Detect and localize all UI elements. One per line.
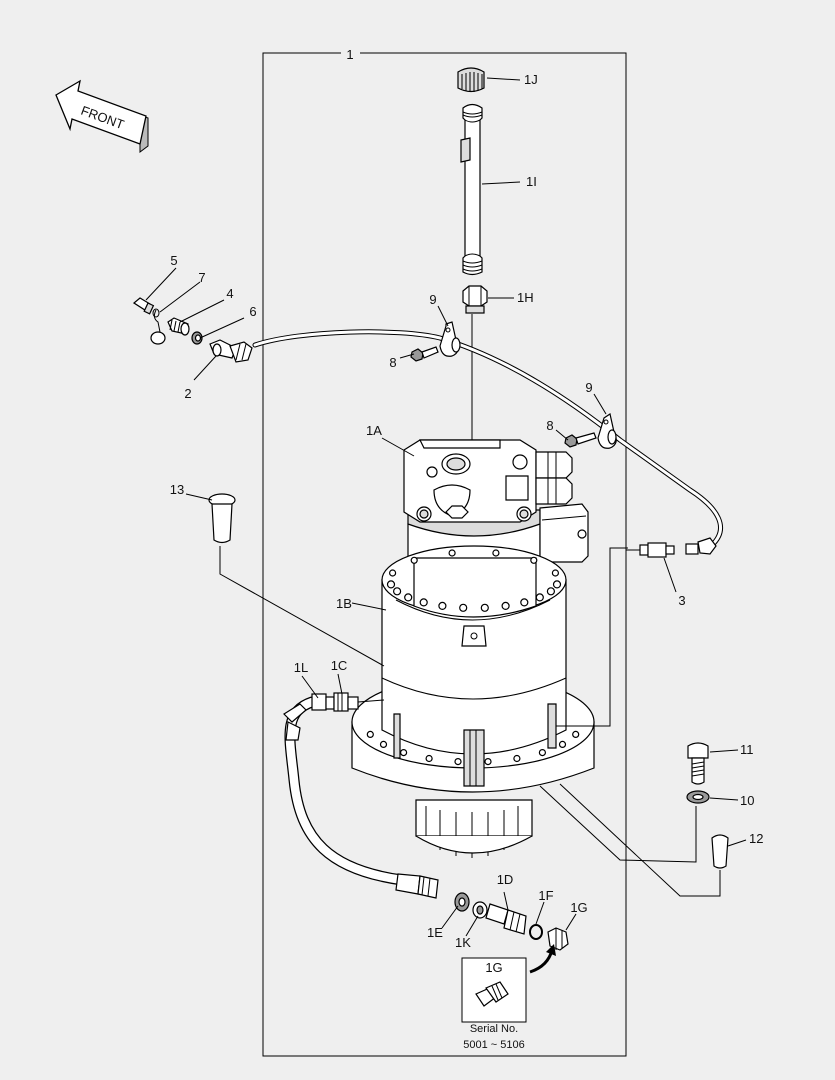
serial-inset <box>461 944 556 1023</box>
clamp-9a <box>439 321 461 357</box>
bolt-8a <box>410 346 439 362</box>
bolt-head <box>438 601 447 611</box>
callout-1b: 1B <box>336 596 352 611</box>
part-1e <box>454 892 470 912</box>
callout-1d: 1D <box>497 872 514 887</box>
callout-1c: 1C <box>331 658 348 673</box>
part-4-adapter <box>167 317 190 336</box>
callout-2: 2 <box>184 386 191 401</box>
bolt-head <box>410 556 418 564</box>
callout-1: 1 <box>346 47 353 62</box>
callout-1h: 1H <box>517 290 534 305</box>
assembly-frame <box>262 52 627 1057</box>
leader-lines <box>219 546 721 897</box>
part-5-grease-nipple <box>132 297 155 315</box>
bolt-head <box>366 730 374 739</box>
callout-1f: 1F <box>538 888 553 903</box>
serial-title: Serial No. <box>470 1023 518 1035</box>
callout-9a: 9 <box>429 292 436 307</box>
bolt-head <box>520 598 529 607</box>
bolt-head <box>501 601 510 611</box>
bolt-head <box>546 587 556 596</box>
part-1d <box>485 903 527 935</box>
callout-4: 4 <box>226 286 233 301</box>
part-6-ring <box>191 331 203 345</box>
part-11-bolt <box>687 742 709 785</box>
callout-11: 11 <box>740 742 754 757</box>
bolt-head <box>400 748 408 757</box>
bolt-head <box>386 580 396 589</box>
callout-8b: 8 <box>546 418 553 433</box>
housing-bolts <box>366 549 580 766</box>
inset-1g-label: 1G <box>485 960 502 975</box>
bolt-head <box>404 593 413 602</box>
part-10-washer <box>686 790 710 804</box>
bolt-head <box>558 740 567 749</box>
part-1k <box>472 901 488 919</box>
bolt-head <box>572 730 580 739</box>
part-1g-plug <box>547 927 569 951</box>
callout-1j: 1J <box>524 72 538 87</box>
callout-1l: 1L <box>294 660 308 675</box>
part-2-elbow <box>209 339 253 363</box>
callout-1g: 1G <box>570 900 587 915</box>
callout-3: 3 <box>678 593 685 608</box>
part-7-cap <box>150 308 166 345</box>
reduction-housing-1b <box>351 545 595 858</box>
callout-10: 10 <box>740 793 754 808</box>
callout-13: 13 <box>170 482 184 497</box>
part-1f-oring <box>529 924 543 940</box>
grease-pipe <box>252 329 723 548</box>
callout-1i: 1I <box>526 174 537 189</box>
callout-9b: 9 <box>585 380 592 395</box>
bolt-head <box>513 754 521 763</box>
bolt-head <box>454 757 462 766</box>
bolt-head <box>379 740 388 749</box>
callout-8a: 8 <box>389 355 396 370</box>
bolt-head <box>552 580 562 589</box>
bolt-head <box>530 556 538 564</box>
bolt-head <box>538 748 547 757</box>
callout-1e: 1E <box>427 925 443 940</box>
part-3-connector <box>626 537 717 558</box>
bolt-head <box>492 549 500 557</box>
hose-1l <box>283 696 408 886</box>
callout-6: 6 <box>249 304 256 319</box>
bolt-head <box>393 587 402 596</box>
clamp-9b <box>597 413 617 449</box>
bolt-head <box>389 569 397 577</box>
part-12-pin <box>711 834 729 869</box>
callouts <box>145 77 747 937</box>
callout-7: 7 <box>198 270 205 285</box>
bolt-head <box>459 603 468 612</box>
bolt-head <box>425 754 433 763</box>
front-arrow-icon: FRONT <box>55 79 149 153</box>
part-1i-gauge-tube <box>460 103 483 276</box>
fitting-1c <box>311 692 385 712</box>
bolt-head <box>419 598 428 607</box>
callout-1a: 1A <box>366 423 382 438</box>
part-1h-plug <box>462 285 488 314</box>
bolt-head <box>551 569 560 577</box>
part-1j-cap <box>457 67 485 93</box>
callout-5: 5 <box>170 253 177 268</box>
bolt-head <box>448 549 456 557</box>
bolt-8b <box>564 432 597 448</box>
part-13-pin <box>208 493 236 544</box>
bolt-head <box>484 757 492 766</box>
bolt-head <box>535 593 544 602</box>
bolt-head <box>480 603 489 612</box>
callout-12: 12 <box>749 831 763 846</box>
serial-range: 5001 ~ 5106 <box>463 1039 524 1051</box>
callout-1k: 1K <box>455 935 471 950</box>
hose-end-fitting <box>395 873 439 899</box>
